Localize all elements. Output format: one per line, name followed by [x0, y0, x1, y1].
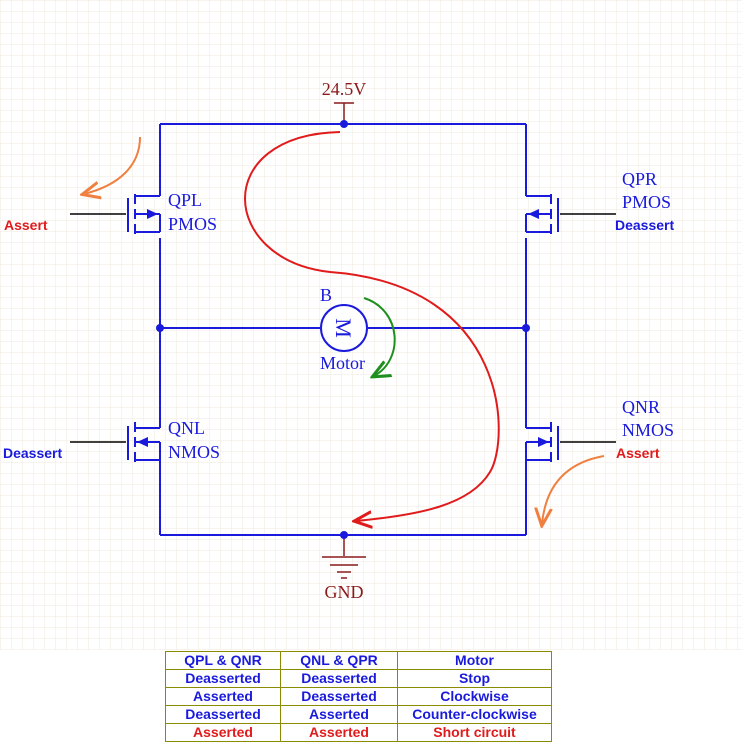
table-cell: Deasserted [280, 687, 398, 706]
table-cell: Asserted [165, 687, 281, 706]
table-cell: Asserted [280, 705, 398, 724]
qpr-name: QPR [622, 169, 657, 189]
motor-ref: B [320, 285, 332, 305]
table-row: Asserted Asserted Short circuit [165, 723, 552, 742]
ground-label: GND [325, 582, 364, 602]
qnr-name: QNR [622, 397, 660, 417]
qpl-gate-state: Assert [4, 217, 48, 233]
header-cell: Motor [397, 651, 552, 670]
junction-dots [156, 120, 530, 539]
motor-symbol: M [320, 304, 368, 352]
truth-table: QPL & QNR QNL & QPR Motor Deasserted Dea… [165, 651, 552, 742]
qpr-gate-state: Deassert [615, 217, 674, 233]
qnr-type: NMOS [622, 420, 674, 440]
transistor-qpl [70, 194, 161, 234]
table-cell: Short circuit [397, 723, 552, 742]
qpl-gate-arrow [84, 136, 141, 194]
table-cell: Counter-clockwise [397, 705, 552, 724]
truth-table-header: QPL & QNR QNL & QPR Motor [165, 651, 552, 670]
qpl-type: PMOS [168, 214, 217, 234]
ground-symbol: GND [322, 535, 366, 602]
transistor-qnl [70, 422, 161, 468]
qnl-gate-state: Deassert [3, 445, 62, 461]
qnr-gate-state: Assert [616, 445, 660, 461]
motor-name: Motor [320, 353, 365, 373]
table-cell: Asserted [165, 723, 281, 742]
supply-label: 24.5V [322, 79, 367, 99]
rotation-arrow [363, 297, 396, 376]
qnl-type: NMOS [168, 442, 220, 462]
qnl-name: QNL [168, 418, 205, 438]
table-row: Asserted Deasserted Clockwise [165, 687, 552, 706]
qpl-name: QPL [168, 190, 202, 210]
table-cell: Deasserted [280, 669, 398, 688]
qnr-gate-arrow [542, 455, 605, 524]
table-cell: Stop [397, 669, 552, 688]
grid-background [0, 0, 742, 650]
table-cell: Deasserted [165, 705, 281, 724]
header-cell: QNL & QPR [280, 651, 398, 670]
table-row: Deasserted Deasserted Stop [165, 669, 552, 688]
qpr-type: PMOS [622, 192, 671, 212]
transistor-qpr [525, 194, 616, 234]
header-cell: QPL & QNR [165, 651, 281, 670]
table-cell: Clockwise [397, 687, 552, 706]
table-cell: Asserted [280, 723, 398, 742]
table-row: Deasserted Asserted Counter-clockwise [165, 705, 552, 724]
motor-symbol-letter: M [331, 318, 356, 338]
current-path-arrow [244, 131, 500, 521]
transistor-qnr [525, 422, 616, 468]
table-cell: Deasserted [165, 669, 281, 688]
